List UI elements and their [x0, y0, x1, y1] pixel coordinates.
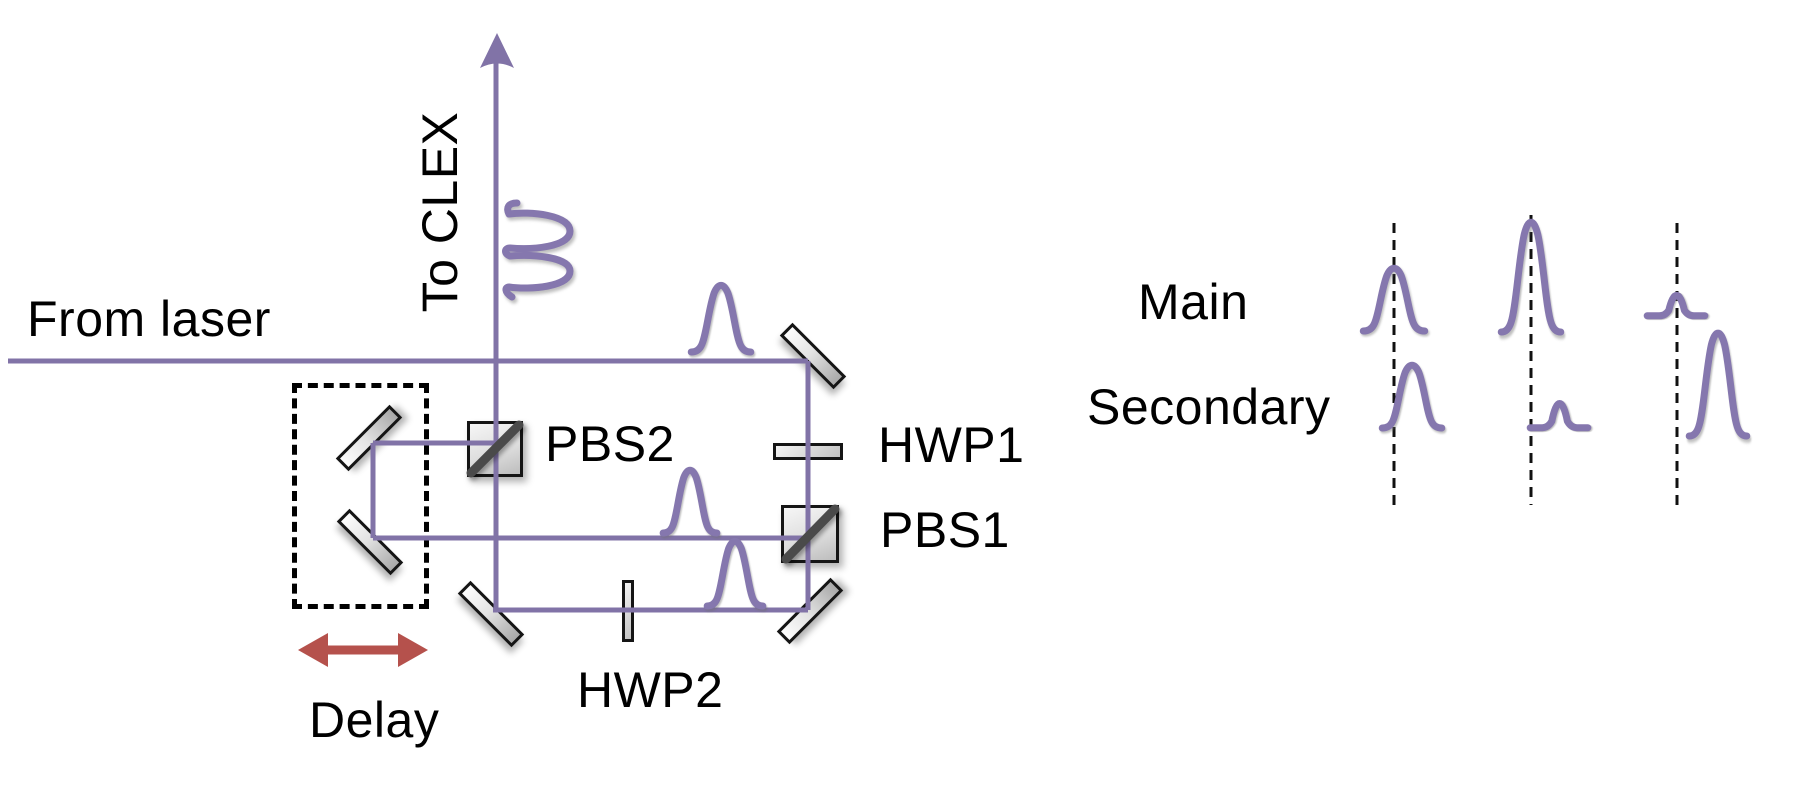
pbs2-label: PBS2	[545, 416, 675, 472]
case3-secondary-pulse-icon	[1689, 333, 1747, 436]
main-label: Main	[1138, 274, 1249, 330]
bottom-right-mirror-icon	[776, 577, 844, 645]
bottom-left-mirror-icon	[457, 580, 525, 648]
case3-main-pulse-icon	[1647, 295, 1705, 315]
pbs1-label: PBS1	[880, 502, 1010, 558]
pbs2-cube-icon	[467, 421, 523, 477]
input-pulse-icon	[691, 285, 751, 352]
delay-double-arrow-icon	[298, 633, 428, 667]
case2-secondary-pulse-icon	[1530, 404, 1588, 428]
case1-secondary-pulse-icon	[1382, 365, 1442, 428]
secondary-label: Secondary	[1087, 379, 1331, 435]
delay-stage-dashed-box	[292, 383, 429, 609]
case1-main-pulse-icon	[1363, 268, 1424, 331]
delay-arm-pulse-icon	[663, 470, 717, 533]
up-arrowhead-icon	[480, 33, 514, 68]
hwp2-waveplate-icon	[622, 580, 634, 642]
hwp1-label: HWP1	[878, 417, 1025, 473]
bottom-arm-pulse-icon	[707, 541, 763, 606]
pbs1-cube-icon	[781, 505, 839, 563]
hwp2-label: HWP2	[577, 662, 724, 718]
delay-label: Delay	[309, 692, 440, 748]
top-right-mirror-icon	[779, 322, 847, 390]
to-clex-label: To CLEX	[412, 111, 468, 313]
case2-main-pulse-icon	[1501, 222, 1561, 332]
from-laser-label: From laser	[27, 291, 271, 347]
hwp1-waveplate-icon	[773, 443, 843, 460]
output-double-pulse-icon	[502, 199, 574, 301]
